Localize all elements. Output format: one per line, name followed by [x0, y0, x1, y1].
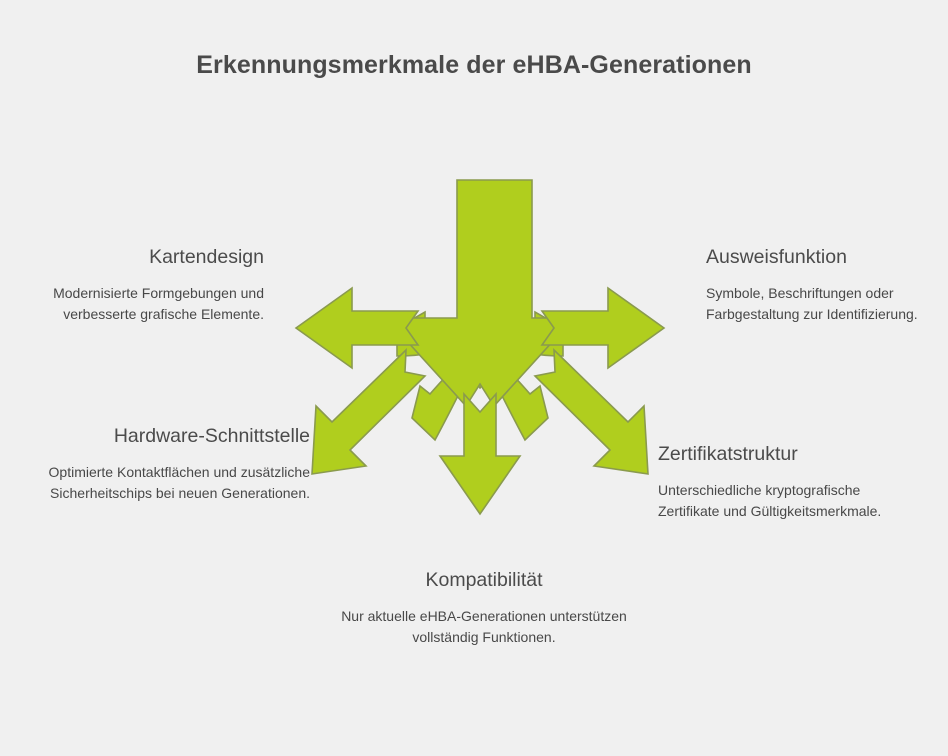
page-title: Erkennungsmerkmale der eHBA-Generationen	[196, 51, 752, 79]
label-block-zertifikat: Zertifikatstruktur Unterschiedliche kryp…	[658, 443, 894, 521]
description-kartendesign: Modernisierte Formgebungen und verbesser…	[53, 284, 264, 322]
radiating-arrows-diagram	[294, 178, 666, 528]
label-block-ausweisfunktion: Ausweisfunktion Symbole, Beschriftungen …	[706, 246, 932, 324]
heading-kompatibilitaet: Kompatibilität	[425, 569, 543, 591]
heading-zertifikat: Zertifikatstruktur	[658, 443, 798, 465]
description-zertifikat: Unterschiedliche kryptografische Zertifi…	[658, 481, 882, 519]
label-block-kartendesign: Kartendesign Modernisierte Formgebungen …	[18, 246, 264, 324]
description-ausweisfunktion: Symbole, Beschriftungen oder Farbgestalt…	[706, 284, 918, 322]
arrow-down	[438, 391, 522, 516]
label-block-kompatibilitaet: Kompatibilität Nur aktuelle eHBA-Generat…	[328, 569, 640, 647]
heading-kartendesign: Kartendesign	[149, 246, 264, 268]
arrow-down-left	[311, 348, 427, 475]
label-block-hardware: Hardware-Schnittstelle Optimierte Kontak…	[38, 425, 310, 503]
description-hardware: Optimierte Kontaktflächen und zusätzlich…	[48, 463, 310, 501]
arrow-right	[540, 286, 666, 370]
arrow-left	[294, 286, 420, 370]
arrow-down-right	[533, 348, 649, 475]
heading-ausweisfunktion: Ausweisfunktion	[706, 246, 847, 268]
heading-hardware: Hardware-Schnittstelle	[113, 425, 310, 447]
arrows-svg	[294, 179, 666, 516]
description-kompatibilitaet: Nur aktuelle eHBA-Generationen unterstüt…	[341, 607, 627, 645]
large-down-arrow	[384, 179, 576, 408]
